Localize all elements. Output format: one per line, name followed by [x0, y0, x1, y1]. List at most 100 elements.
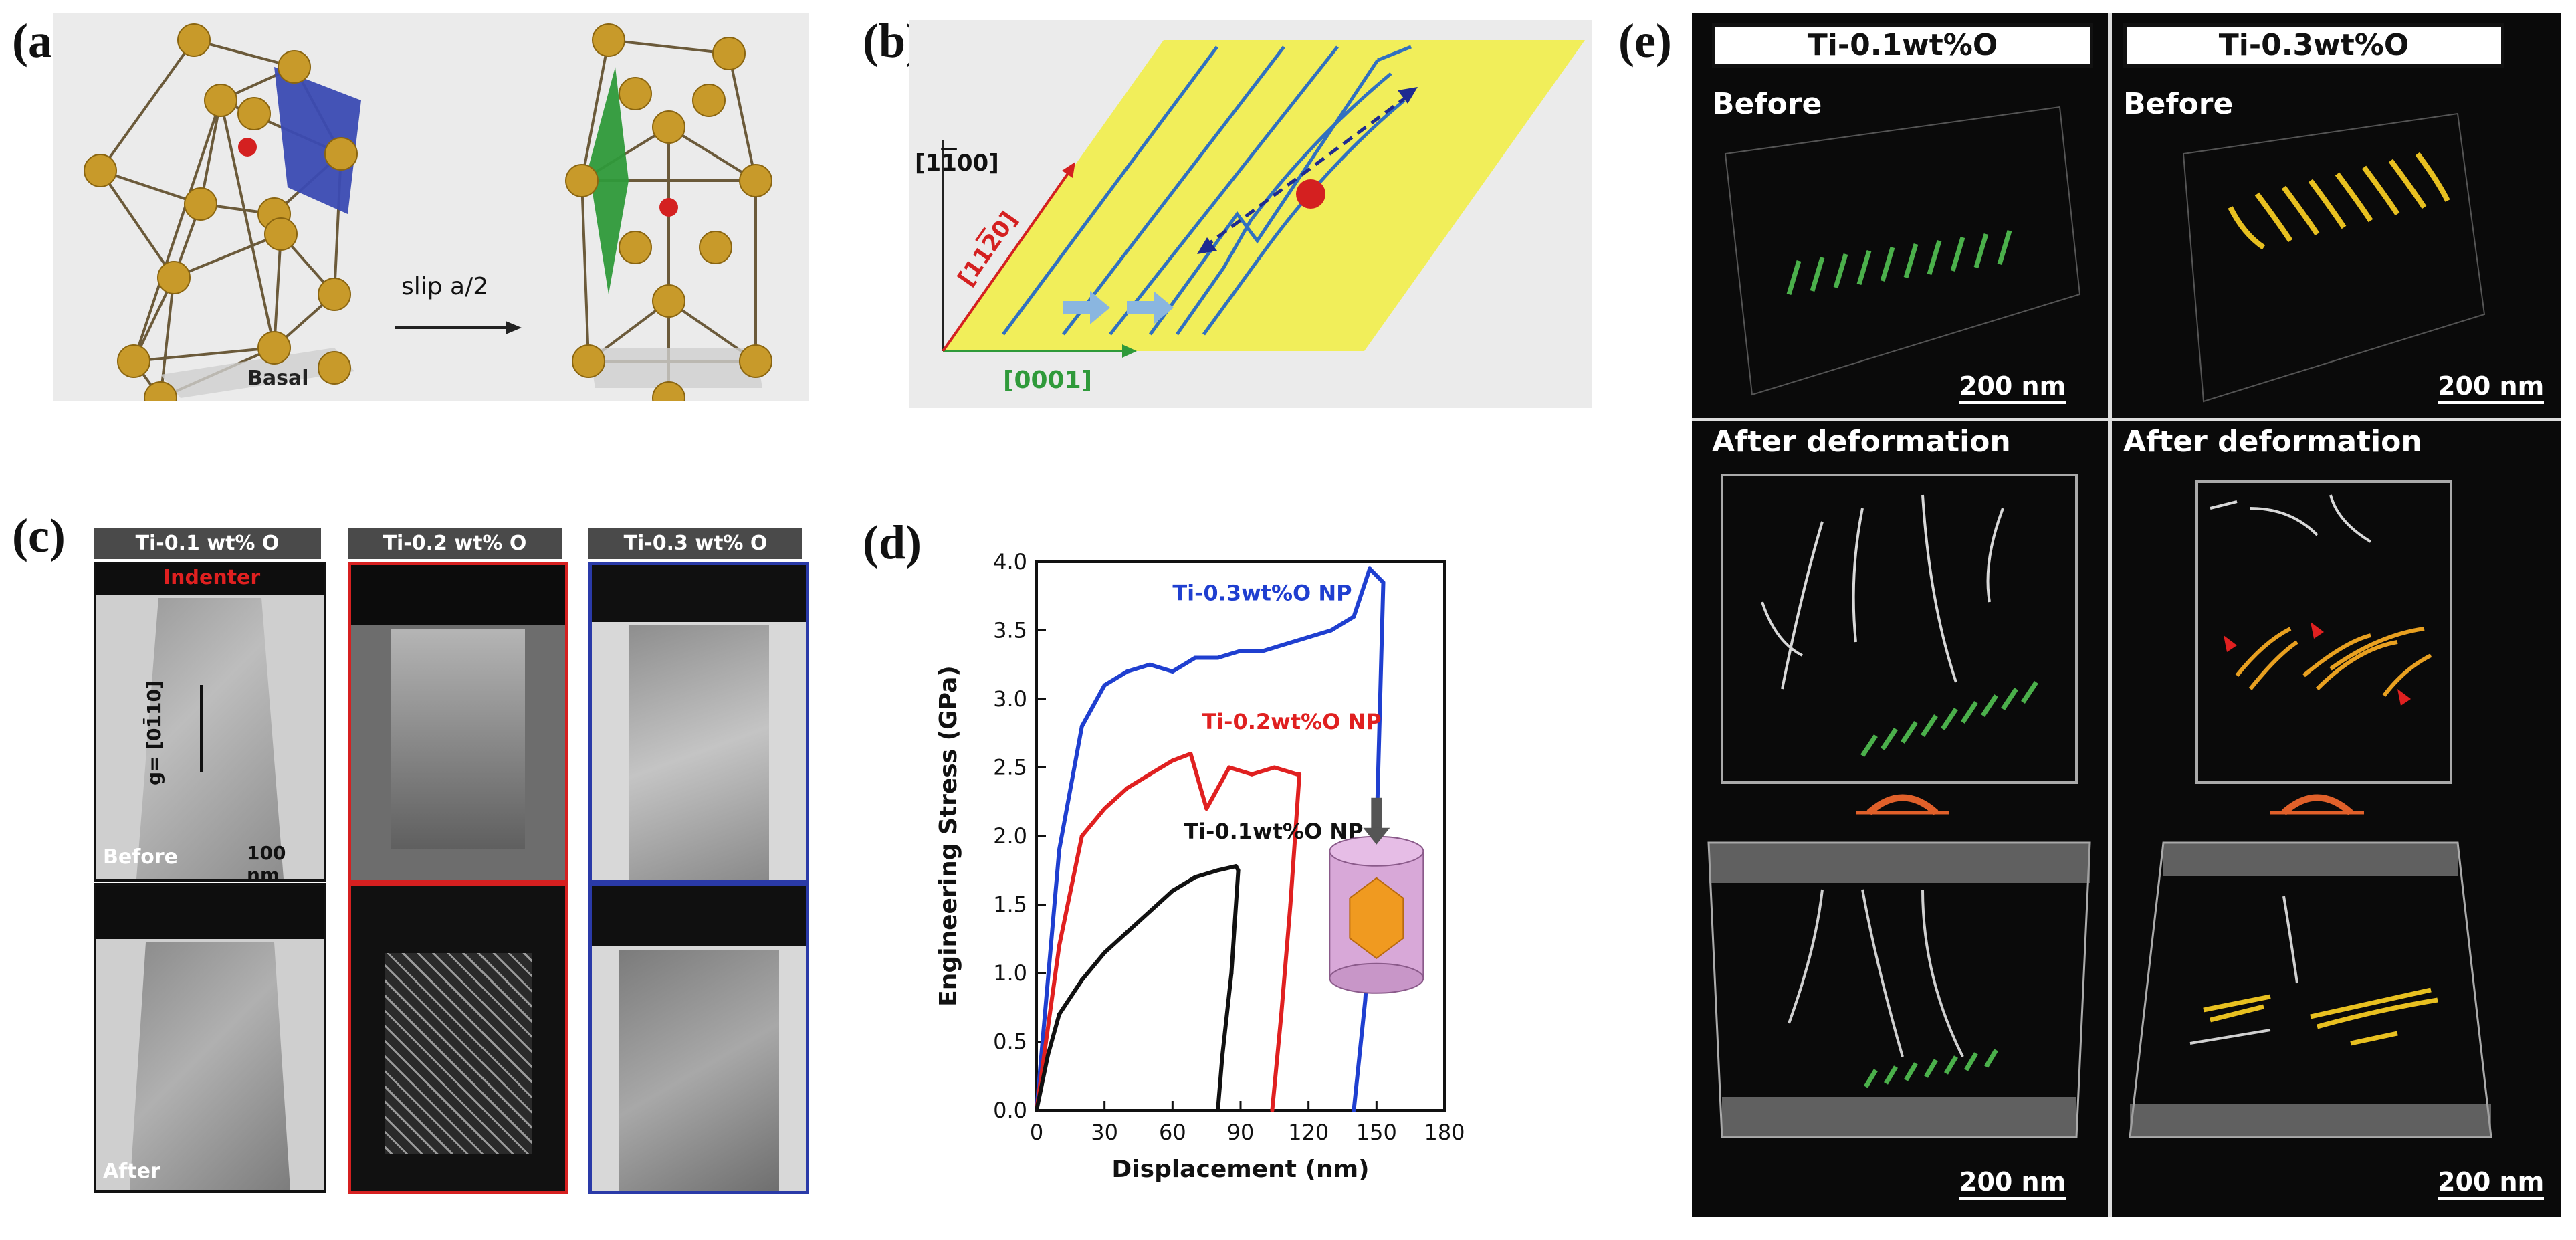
box-side-view — [2129, 841, 2492, 1138]
dislocation-lines — [1001, 45, 1412, 336]
basal-plane — [160, 348, 354, 398]
e-after-label-1: After deformation — [1712, 425, 2011, 459]
series-point-2 — [1045, 1053, 1050, 1057]
series-point-2 — [1148, 909, 1152, 914]
y-tick-label: 1.0 — [993, 960, 1027, 986]
e-scale-before-1: 200 nm — [1959, 371, 2066, 404]
dislocation-lines-white-side — [1788, 889, 1964, 1057]
indenter-label: Indenter — [163, 566, 261, 589]
tem-after-02 — [348, 883, 568, 1194]
c-col-header-1: Ti-0.1 wt% O — [94, 528, 321, 559]
box-bottom-face — [2130, 1104, 2491, 1137]
axis-diagonal — [942, 169, 1071, 352]
series-point-1 — [1270, 1108, 1275, 1112]
series-point-2 — [1220, 1053, 1224, 1057]
series-point-2 — [1102, 950, 1107, 955]
dislocation-lines-yellow — [2235, 627, 2432, 697]
axis-horizontal-head — [1122, 344, 1137, 358]
box-bottom-face — [1722, 1097, 2076, 1137]
series-point-2 — [1193, 875, 1198, 880]
basal-label: Basal — [247, 367, 309, 390]
inset-cylinder-bottom — [1329, 962, 1424, 994]
e-after-image-2 — [2117, 468, 2511, 1204]
dislocation-lines-white — [1761, 494, 2004, 690]
e-col-header-1: Ti-0.1wt%O — [1712, 23, 2093, 68]
series-point-1 — [1297, 772, 1302, 777]
series-point-0 — [1381, 580, 1386, 585]
panel-b-figure: [1100] [1120] [0001] — [909, 20, 1592, 408]
series-point-1 — [1227, 765, 1232, 770]
x-axis-label: Displacement (nm) — [1111, 1156, 1369, 1183]
dislocation-array-yellow — [2228, 152, 2450, 250]
dislocation-slip-schematic: [1100] [1120] [0001] — [915, 40, 1585, 394]
series-point-1 — [1204, 807, 1209, 811]
panel-a-figure: Basal slip a/2 — [53, 13, 809, 415]
e-after-label-2: After deformation — [2123, 425, 2422, 459]
e-divider-vertical — [2108, 13, 2112, 1217]
y-tick-label: 3.0 — [993, 686, 1027, 712]
series-point-1 — [1079, 834, 1084, 838]
x-tick-label: 60 — [1159, 1120, 1186, 1145]
series-point-0 — [1057, 847, 1061, 852]
slip-plane-blue — [274, 67, 361, 214]
series-point-0 — [1363, 999, 1368, 1003]
tem-after-01: After — [94, 883, 326, 1193]
bounding-box — [2182, 112, 2486, 403]
y-tick-label: 2.0 — [993, 823, 1027, 849]
tem-before-01: Indenter g= [01̄10] Before 100 nm — [94, 562, 326, 882]
inset-indenter-tip — [1363, 827, 1390, 845]
box-side-view — [1707, 841, 2091, 1138]
indenter — [592, 886, 806, 946]
dislocation-array-green-side — [1863, 1049, 1999, 1088]
series-point-2 — [1234, 864, 1239, 869]
double-arrow — [1202, 92, 1412, 249]
series-point-0 — [1193, 655, 1198, 660]
series-point-0 — [1239, 649, 1243, 653]
series-point-0 — [1079, 724, 1084, 728]
y-tick-label: 3.5 — [993, 618, 1027, 643]
series-annotation-1: Ti-0.2wt%O NP — [1202, 709, 1381, 734]
tem-before-03 — [588, 562, 809, 883]
bounding-box — [1724, 106, 2081, 396]
pillar-shape — [391, 629, 525, 849]
pillar-shape — [619, 950, 779, 1191]
after-label: After — [103, 1160, 160, 1183]
pillar-shape — [130, 942, 290, 1190]
oxygen-atom-before — [238, 138, 257, 157]
series-point-1 — [1249, 772, 1254, 777]
x-tick-label: 120 — [1288, 1120, 1329, 1145]
series-point-1 — [1102, 807, 1107, 811]
box-top-view — [1721, 474, 2078, 784]
dislocation-array-green — [1786, 229, 2012, 296]
pillar-shape — [136, 598, 284, 879]
series-point-1 — [1125, 786, 1130, 791]
g-vector-arrow — [200, 685, 203, 772]
series-point-2 — [1216, 868, 1220, 873]
e-before-image-1 — [1699, 74, 2100, 415]
series-point-1 — [1272, 765, 1277, 770]
axis-diagonal-head — [1062, 162, 1075, 178]
c-col-header-2: Ti-0.2 wt% O — [348, 528, 562, 559]
solute-atom — [1296, 179, 1325, 209]
series-point-0 — [1148, 662, 1152, 667]
series-point-1 — [1279, 1012, 1283, 1017]
tem-after-03 — [588, 883, 809, 1194]
x-tick-label: 90 — [1227, 1120, 1255, 1145]
e-scale-after-2: 200 nm — [2438, 1167, 2545, 1200]
series-point-1 — [1170, 758, 1175, 763]
series-annotation-2: Ti-0.1wt%O NP — [1184, 819, 1363, 844]
indenter — [96, 564, 324, 595]
dislocation-lines-yellow-side — [2203, 987, 2438, 1046]
series-point-2 — [1035, 1108, 1039, 1112]
scale-bar: 100 nm — [247, 842, 324, 879]
panel-e-background — [1692, 13, 2561, 1217]
slip-plane-yellow — [943, 40, 1585, 351]
c-col-header-3: Ti-0.3 wt% O — [588, 528, 802, 559]
series-point-1 — [1057, 944, 1061, 948]
x-tick-label: 0 — [1030, 1120, 1043, 1145]
atoms-after — [565, 23, 772, 415]
series-point-2 — [1057, 1012, 1061, 1017]
oxygen-atom-after — [659, 198, 678, 217]
slip-arrow-head — [506, 321, 522, 334]
glide-arrow-2 — [1127, 291, 1174, 324]
